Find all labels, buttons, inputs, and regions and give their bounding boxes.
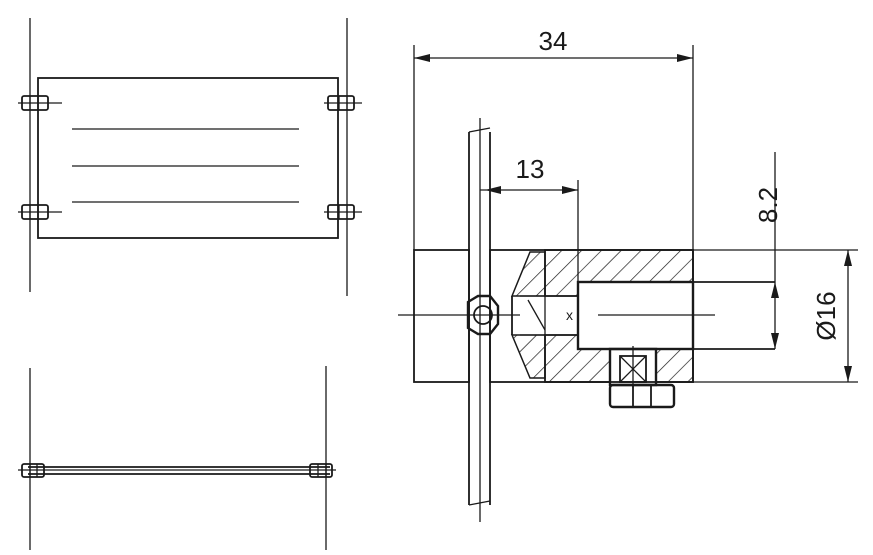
set-screw [608, 346, 676, 409]
dimension-diameter-16-label: Ø16 [811, 291, 841, 340]
clamp-body-section [489, 249, 694, 383]
section-marker: x [566, 307, 573, 323]
dimension-13: 13 [480, 154, 579, 282]
housing-left [413, 249, 470, 383]
clamp-top-view-left [21, 463, 45, 478]
glass-plate [468, 118, 491, 522]
dimension-8-2: 8.2 [753, 152, 783, 349]
clamp-bottom-right [324, 204, 362, 220]
dimension-34: 34 [413, 26, 694, 250]
dimension-34-label: 34 [539, 26, 568, 56]
pin-cylinder: x [566, 280, 775, 351]
front-view-panel [29, 18, 348, 296]
top-view-panel [18, 366, 336, 550]
clamp-top-left [18, 95, 62, 111]
hex-screw-icon [398, 294, 520, 336]
dimension-8-2-label: 8.2 [753, 187, 783, 223]
clamp-bottom-left [18, 204, 62, 220]
dimension-13-label: 13 [516, 154, 545, 184]
dimension-diameter-16: Ø16 [693, 249, 858, 383]
clamp-top-view-right [309, 463, 333, 478]
clamp-top-right [324, 95, 362, 111]
